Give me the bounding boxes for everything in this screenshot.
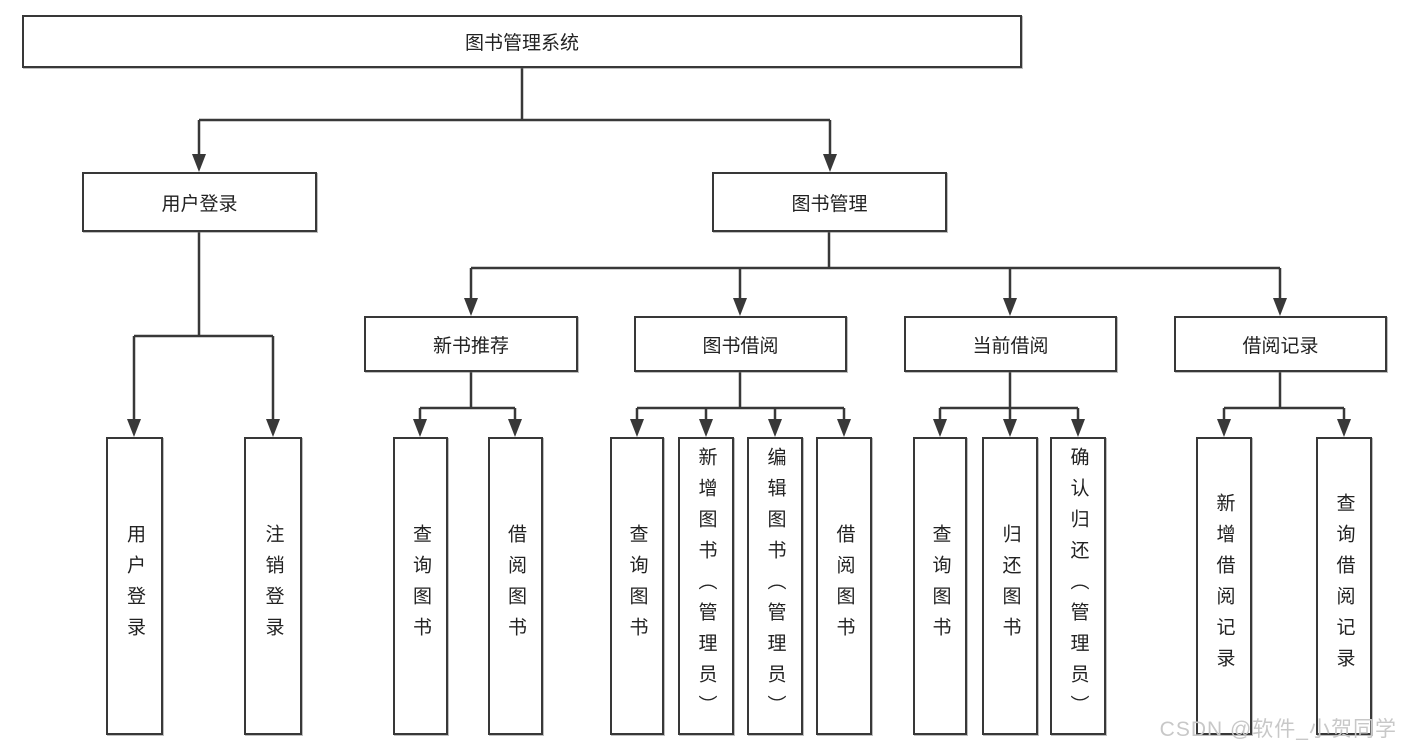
leaf-borrow-books-1: 借阅图书 — [488, 437, 543, 735]
leaf-label: 借阅图书 — [505, 524, 526, 648]
leaf-label: 用户登录 — [124, 524, 145, 648]
leaf-borrow-books-2: 借阅图书 — [816, 437, 872, 735]
node-book-management-branch: 图书管理 — [712, 172, 947, 232]
arrowheads — [127, 154, 1351, 437]
node-label: 图书借阅 — [702, 335, 779, 357]
leaf-add-borrow-record: 新增借阅记录 — [1196, 437, 1252, 735]
leaf-label: 借阅图书 — [833, 524, 855, 648]
arrowhead — [1003, 419, 1017, 437]
arrowhead — [733, 298, 747, 316]
leaf-label: 查询图书 — [626, 524, 648, 648]
node-label: 借阅记录 — [1242, 335, 1319, 357]
node-label: 图书管理 — [791, 193, 868, 215]
leaf-query-borrow-record: 查询借阅记录 — [1316, 437, 1372, 735]
arrowhead — [630, 419, 644, 437]
leaf-query-books-1: 查询图书 — [393, 437, 448, 735]
arrowhead — [768, 419, 782, 437]
arrowhead — [464, 298, 478, 316]
leaf-query-books-2: 查询图书 — [610, 437, 664, 735]
arrowhead — [413, 419, 427, 437]
leaf-label: 编辑图书（管理员） — [764, 446, 786, 726]
leaf-label: 查询图书 — [929, 524, 951, 648]
node-current-borrowing: 当前借阅 — [904, 316, 1117, 372]
leaf-return-books: 归还图书 — [982, 437, 1038, 735]
leaf-query-books-3: 查询图书 — [913, 437, 967, 735]
arrowhead — [837, 419, 851, 437]
leaf-user-login: 用户登录 — [106, 437, 163, 735]
arrowhead — [1071, 419, 1085, 437]
node-borrow-records: 借阅记录 — [1174, 316, 1387, 372]
node-library-management-system: 图书管理系统 — [22, 15, 1022, 68]
node-label: 图书管理系统 — [464, 33, 579, 54]
leaf-edit-book-admin: 编辑图书（管理员） — [747, 437, 803, 735]
arrowhead — [1003, 298, 1017, 316]
leaf-label: 查询借阅记录 — [1333, 493, 1355, 679]
node-new-book-recommend: 新书推荐 — [364, 316, 578, 372]
arrowhead — [266, 419, 280, 437]
arrowhead — [933, 419, 947, 437]
node-book-borrowing: 图书借阅 — [634, 316, 847, 372]
leaf-add-book-admin: 新增图书（管理员） — [678, 437, 734, 735]
node-user-login-branch: 用户登录 — [82, 172, 317, 232]
arrowhead — [1217, 419, 1231, 437]
node-label: 当前借阅 — [972, 335, 1049, 357]
leaf-logout: 注销登录 — [244, 437, 302, 735]
leaf-label: 查询图书 — [410, 524, 431, 648]
csdn-watermark: CSDN @软件_小贺同学 — [1159, 718, 1397, 741]
leaf-confirm-return-admin: 确认归还（管理员） — [1050, 437, 1106, 735]
arrowhead — [508, 419, 522, 437]
leaf-label: 新增图书（管理员） — [695, 446, 717, 726]
node-label: 用户登录 — [161, 193, 238, 215]
arrowhead — [192, 154, 206, 172]
leaf-label: 注销登录 — [262, 524, 284, 648]
arrowhead — [1337, 419, 1351, 437]
arrowhead — [1273, 298, 1287, 316]
arrowhead — [699, 419, 713, 437]
leaf-label: 归还图书 — [999, 524, 1021, 648]
arrowhead — [823, 154, 837, 172]
arrowhead — [127, 419, 141, 437]
node-label: 新书推荐 — [432, 335, 509, 357]
connector-lines — [132, 68, 1346, 421]
leaf-label: 确认归还（管理员） — [1067, 446, 1089, 726]
leaf-label: 新增借阅记录 — [1213, 493, 1235, 679]
